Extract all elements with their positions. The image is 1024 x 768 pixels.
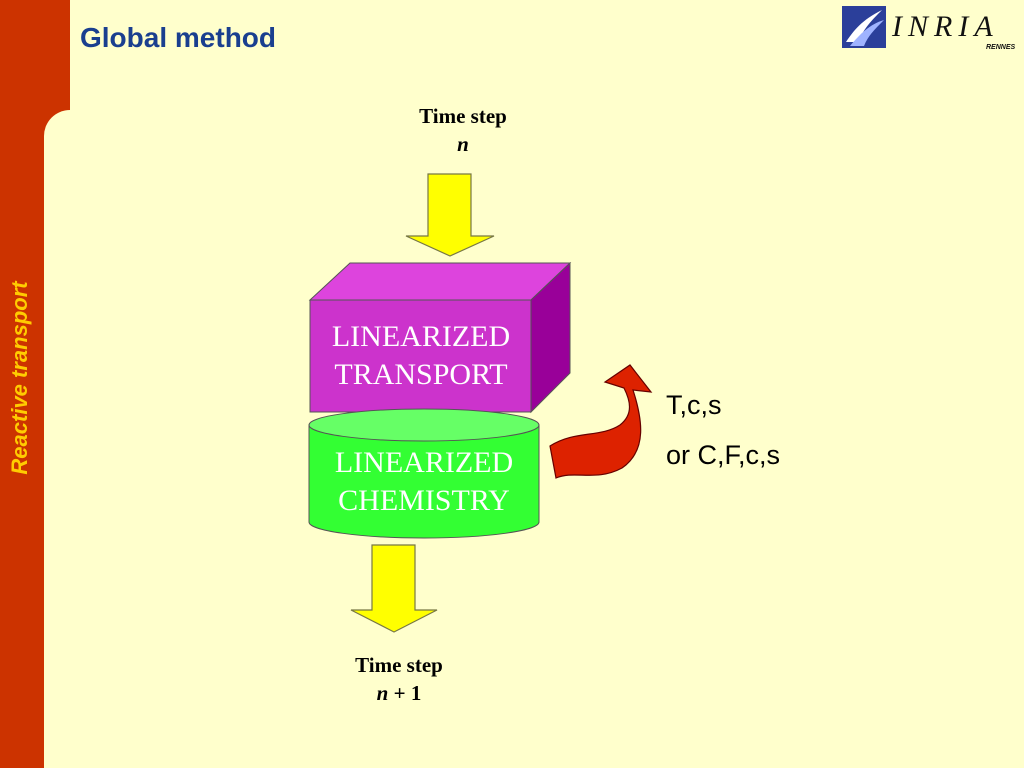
logo-subtext: RENNES [986, 44, 1016, 51]
sidebar-notch [44, 110, 84, 768]
chemistry-line1: LINEARIZED [334, 446, 514, 479]
transport-label: LINEARIZED TRANSPORT [310, 318, 532, 394]
time-step-bottom-var: n [376, 681, 389, 705]
slide-title: Global method [80, 22, 276, 53]
time-step-top: Time step n [400, 102, 526, 158]
logo-text: INRIA [891, 10, 999, 43]
transport-line1: LINEARIZED [331, 320, 511, 353]
transport-box-top [308, 262, 572, 301]
chemistry-line2: CHEMISTRY [338, 484, 510, 517]
logo-swoosh-icon [846, 10, 882, 42]
time-step-top-var: n [457, 132, 469, 156]
time-step-bottom: Time step n + 1 [336, 651, 462, 707]
variables-label: T,c,s or C,F,c,s [666, 380, 780, 480]
time-step-top-label: Time step [419, 104, 507, 128]
chemistry-cylinder-top [308, 408, 540, 442]
variables-line2: or C,F,c,s [666, 440, 781, 470]
chemistry-label: LINEARIZED CHEMISTRY [308, 444, 540, 520]
arrow-down-bottom-icon [350, 544, 438, 633]
variables-line1: T,c,s [666, 390, 722, 420]
arrow-down-top-icon [405, 173, 495, 257]
feedback-arrow-icon [549, 364, 653, 479]
time-step-bottom-suffix: + 1 [388, 681, 422, 705]
logo-swoosh2-icon [850, 20, 884, 46]
time-step-bottom-label: Time step [355, 653, 443, 677]
transport-line2: TRANSPORT [334, 358, 508, 391]
chemistry-cylinder-body [308, 424, 540, 539]
inria-logo: INRIA RENNES [842, 6, 1016, 51]
